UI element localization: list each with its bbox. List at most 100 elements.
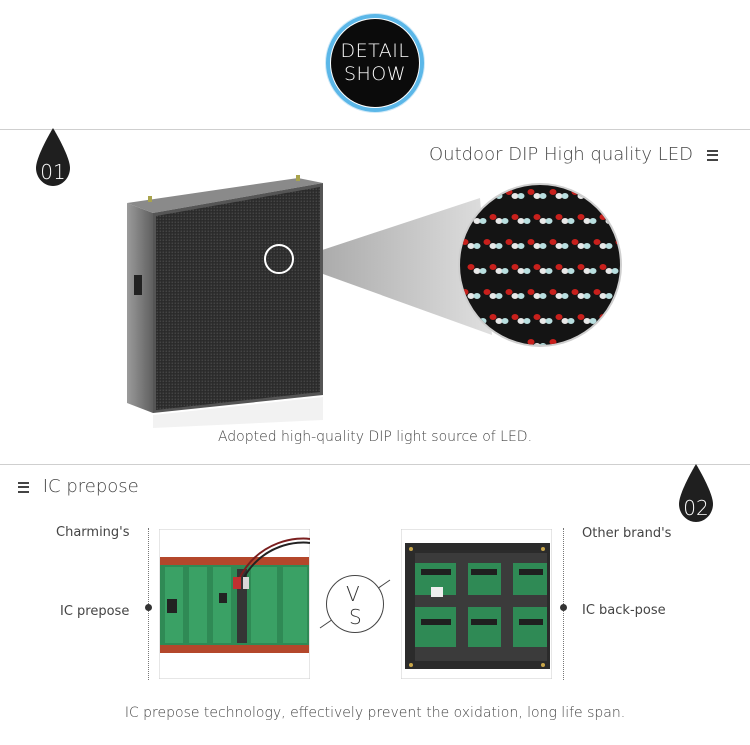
led-dot	[549, 239, 557, 245]
led-dot	[622, 343, 629, 349]
led-dot	[567, 218, 575, 224]
led-dot	[545, 268, 553, 274]
led-dot	[505, 289, 513, 295]
led-dot	[589, 268, 597, 274]
section1-caption: Adopted high-quality DIP light source of…	[217, 429, 533, 445]
led-dot	[561, 343, 569, 345]
led-dot	[571, 239, 579, 245]
led-dot	[583, 318, 591, 324]
led-dot	[517, 318, 525, 324]
led-dot	[539, 268, 547, 274]
led-dot	[611, 218, 619, 224]
led-dot	[549, 289, 557, 295]
led-dot	[489, 243, 497, 249]
led-dot	[489, 264, 497, 270]
led-dot	[511, 214, 519, 220]
led-dot	[577, 314, 585, 320]
led-cabinet-illustration	[127, 175, 631, 428]
led-dot	[622, 314, 629, 320]
section-number: 01	[40, 160, 66, 184]
led-dot	[622, 243, 629, 249]
led-dot	[561, 218, 569, 224]
badge-line-1: DETAIL	[340, 40, 410, 62]
led-dot	[605, 318, 613, 324]
led-dot	[628, 343, 631, 349]
led-dot	[622, 214, 629, 220]
led-dot	[577, 214, 585, 220]
led-dot	[555, 293, 563, 299]
led-dot	[501, 318, 509, 324]
led-dot	[473, 218, 481, 224]
detail-show-badge: DETAIL SHOW	[331, 19, 419, 107]
led-dot	[483, 339, 491, 345]
led-dot	[511, 193, 519, 199]
led-dot	[511, 243, 519, 249]
led-dot	[583, 243, 591, 249]
led-dot	[523, 218, 531, 224]
led-dot	[599, 293, 607, 299]
led-dot	[628, 293, 631, 299]
led-dot	[628, 218, 631, 224]
led-dot	[539, 343, 547, 345]
led-dot	[583, 343, 591, 345]
led-dot	[589, 218, 597, 224]
led-dot	[495, 293, 503, 299]
led-dot	[489, 293, 497, 299]
led-dot	[501, 268, 509, 274]
led-dot	[599, 264, 607, 270]
led-dot	[593, 189, 601, 195]
led-dot	[533, 293, 541, 299]
led-dot	[555, 214, 563, 220]
left-feature-label: IC prepose	[60, 604, 130, 619]
led-dot	[523, 318, 531, 324]
led-dot	[483, 189, 491, 195]
menu-icon	[18, 481, 29, 493]
led-dot	[473, 243, 481, 249]
led-dot	[599, 243, 607, 249]
led-dot	[571, 289, 579, 295]
led-dot	[577, 293, 585, 299]
led-dot	[555, 314, 563, 320]
led-dot	[467, 193, 475, 199]
section2-caption: IC prepose technology, effectively preve…	[124, 705, 626, 721]
led-dot	[489, 343, 497, 345]
led-dot	[479, 218, 487, 224]
led-dot	[605, 243, 613, 249]
led-dot	[501, 218, 509, 224]
led-dot	[577, 243, 585, 249]
led-dot	[517, 268, 525, 274]
left-marker-dot	[145, 604, 152, 611]
led-dot	[545, 318, 553, 324]
led-dot	[473, 193, 481, 199]
right-marker-dot	[560, 604, 567, 611]
divider-top	[0, 129, 750, 130]
left-brand-label: Charming's	[56, 525, 130, 540]
led-dot	[555, 243, 563, 249]
led-dot	[511, 293, 519, 299]
led-dot	[511, 264, 519, 270]
led-dot	[467, 264, 475, 270]
led-dot	[577, 343, 585, 345]
led-dot	[489, 314, 497, 320]
led-dot	[583, 218, 591, 224]
led-dot	[622, 264, 629, 270]
led-dot	[561, 193, 569, 199]
drop-icon	[679, 464, 713, 522]
led-dot	[517, 193, 525, 199]
led-dot	[605, 343, 613, 345]
led-dot	[561, 268, 569, 274]
led-dot	[593, 339, 601, 345]
led-dot	[628, 318, 631, 324]
led-dot	[461, 339, 469, 345]
led-dot	[489, 214, 497, 220]
led-dot	[539, 243, 547, 249]
led-dot	[615, 339, 620, 345]
led-dot	[511, 314, 519, 320]
led-dot	[539, 218, 547, 224]
led-dot	[467, 293, 475, 299]
led-dot	[561, 318, 569, 324]
led-dot	[533, 264, 541, 270]
page-header: DETAIL SHOW	[0, 0, 750, 130]
led-dot	[533, 193, 541, 199]
led-dot	[473, 293, 481, 299]
